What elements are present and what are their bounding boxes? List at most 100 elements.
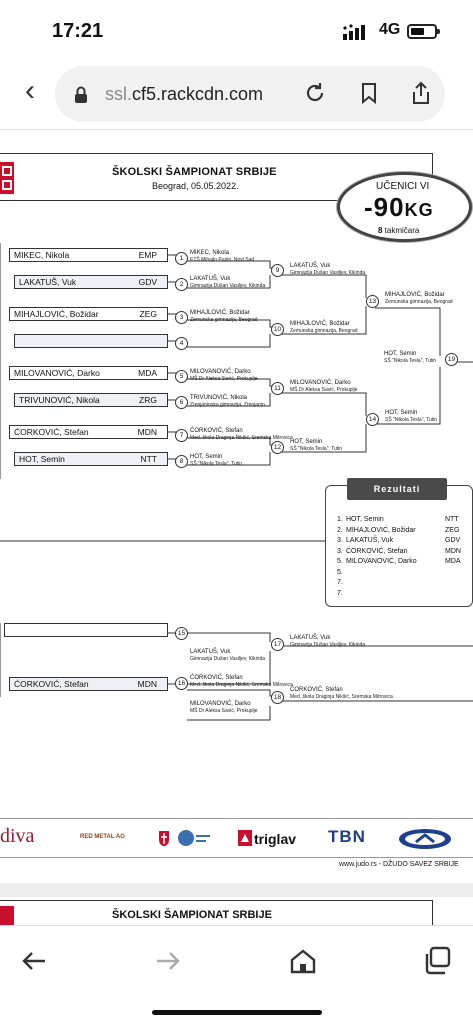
result-club: MDA (445, 558, 461, 565)
entry-club: ZEG (139, 309, 157, 319)
results-panel (325, 485, 473, 607)
bookmark-icon[interactable] (357, 81, 381, 105)
sponsor-tbn: TBN (328, 827, 366, 846)
triglav-logo-icon (238, 830, 252, 846)
entry-name: ĆORKOVIĆ, Stefan (14, 679, 89, 689)
result-place: 7. (337, 589, 343, 597)
winner-name: HOT, Semin (384, 351, 417, 357)
entry-name: MIHAJLOVIĆ, Božidar (14, 309, 99, 319)
entry-name: MILOVANOVIĆ, Darko (14, 368, 100, 378)
result-place: 5. (337, 558, 343, 565)
signal-icon (343, 24, 365, 40)
browser-nav-bar (0, 925, 473, 1024)
entry-club: ZRG (139, 395, 157, 405)
winner-school: Zrenjaninska gimnazija, Zrenjanin (190, 402, 265, 408)
winner-name: MILOVANOVIĆ, Darko (190, 369, 251, 375)
match-number: 16 (175, 677, 188, 690)
home-icon[interactable] (286, 944, 320, 978)
competitor-count: 8 takmičara (378, 226, 420, 235)
match-number: 11 (271, 382, 284, 395)
match-number: 17 (271, 638, 284, 651)
results-title: Rezultati (347, 478, 447, 500)
match-number: 14 (366, 413, 379, 426)
reload-icon[interactable] (303, 81, 327, 105)
page-gap (0, 883, 473, 897)
result-name: ĆORKOVIĆ, Stefan (346, 547, 408, 555)
status-time: 17:21 (52, 20, 104, 42)
result-place: 2. (337, 526, 343, 534)
match-number: 12 (271, 441, 284, 454)
draw-entry: MILOVANOVIĆ, Darko MDA (9, 366, 168, 380)
winner-school: Gimnazija Dušan Vasiljev, Kikinda (290, 270, 366, 276)
draw-entry: MIHAJLOVIĆ, Božidar ZEG (9, 307, 168, 321)
share-icon[interactable] (409, 81, 433, 105)
winner-school: MŠ Dr Aleksa Savić, Prokuplje (290, 387, 358, 393)
lock-icon (75, 86, 87, 103)
winner-school: SŠ "Nikola Tesla", Tutin (290, 446, 343, 452)
entry-name: LAKATUŠ, Vuk (19, 277, 77, 287)
winner-school: Med. škola Draginja Nikšić, Sremska Mitr… (290, 694, 393, 700)
result-club: NTT (445, 516, 459, 523)
match-number: 10 (271, 323, 284, 336)
address-bar[interactable] (55, 66, 445, 122)
match-number: 7 (175, 429, 188, 442)
result-club: GDV (445, 537, 461, 544)
match-number: 13 (366, 295, 379, 308)
next-page-title: ŠKOLSKI ŠAMPIONAT SRBIJE (112, 909, 272, 921)
match-number: 1 (175, 252, 188, 265)
entry-club: GDV (138, 277, 157, 287)
winner-school: MŠ Dr Aleksa Savić, Prokuplje (190, 708, 258, 714)
tabs-icon[interactable] (421, 944, 455, 978)
winner-name: ĆORKOVIĆ, Stefan (190, 428, 243, 434)
category-label: UČENICI VI (376, 181, 430, 192)
winner-name: MIKEC, Nikola (190, 250, 230, 256)
winner-school: SŠ "Nikola Tesla", Tutin (384, 358, 437, 364)
pdf-document[interactable]: ŠKOLSKI ŠAMPIONAT SRBIJE Beograd, 05.05.… (0, 130, 473, 925)
winner-name: MIHAJLOVIĆ, Božidar (190, 310, 250, 316)
back-icon[interactable]: ‹ (25, 74, 35, 107)
winner-name: MIHAJLOVIĆ, Božidar (290, 321, 350, 327)
result-place: 1. (337, 516, 343, 523)
winner-name: LAKATUŠ, Vuk (190, 276, 231, 282)
result-name: HOT, Semin (346, 516, 384, 523)
result-name: MIHAJLOVIĆ, Božidar (346, 526, 416, 534)
winner-school: Zemunska gimnazija, Beograd (385, 299, 453, 305)
winner-school: Gimnazija Dušan Vasiljev, Kikinda (290, 642, 366, 648)
entry-club: MDA (138, 368, 157, 378)
winner-school: ETŠ Mihajlo Pupin, Novi Sad (190, 257, 255, 263)
winner-name: ĆORKOVIĆ, Stefan (190, 675, 243, 681)
sponsor-oval-logo-icon (399, 829, 451, 849)
repechage-entry (4, 623, 168, 637)
nav-back-icon[interactable] (17, 944, 51, 978)
coat-of-arms-icon (159, 831, 169, 846)
winner-name: HOT, Semin (385, 410, 418, 416)
entry-name: HOT, Semin (19, 454, 65, 464)
weight-class: -90KG (364, 192, 434, 222)
home-indicator (152, 1010, 322, 1015)
winner-name: MILOVANOVIĆ, Darko (190, 701, 251, 707)
doc-title: ŠKOLSKI ŠAMPIONAT SRBIJE (112, 166, 277, 178)
result-place: 3. (337, 537, 343, 544)
url-text[interactable]: ssl.cf5.rackcdn.com (105, 84, 264, 104)
nav-forward-icon[interactable] (151, 944, 185, 978)
match-number: 19 (445, 353, 458, 366)
winner-school: Gimnazija Dušan Vasiljev, Kikinda (190, 283, 266, 289)
entry-name: MIKEC, Nikola (14, 250, 70, 260)
